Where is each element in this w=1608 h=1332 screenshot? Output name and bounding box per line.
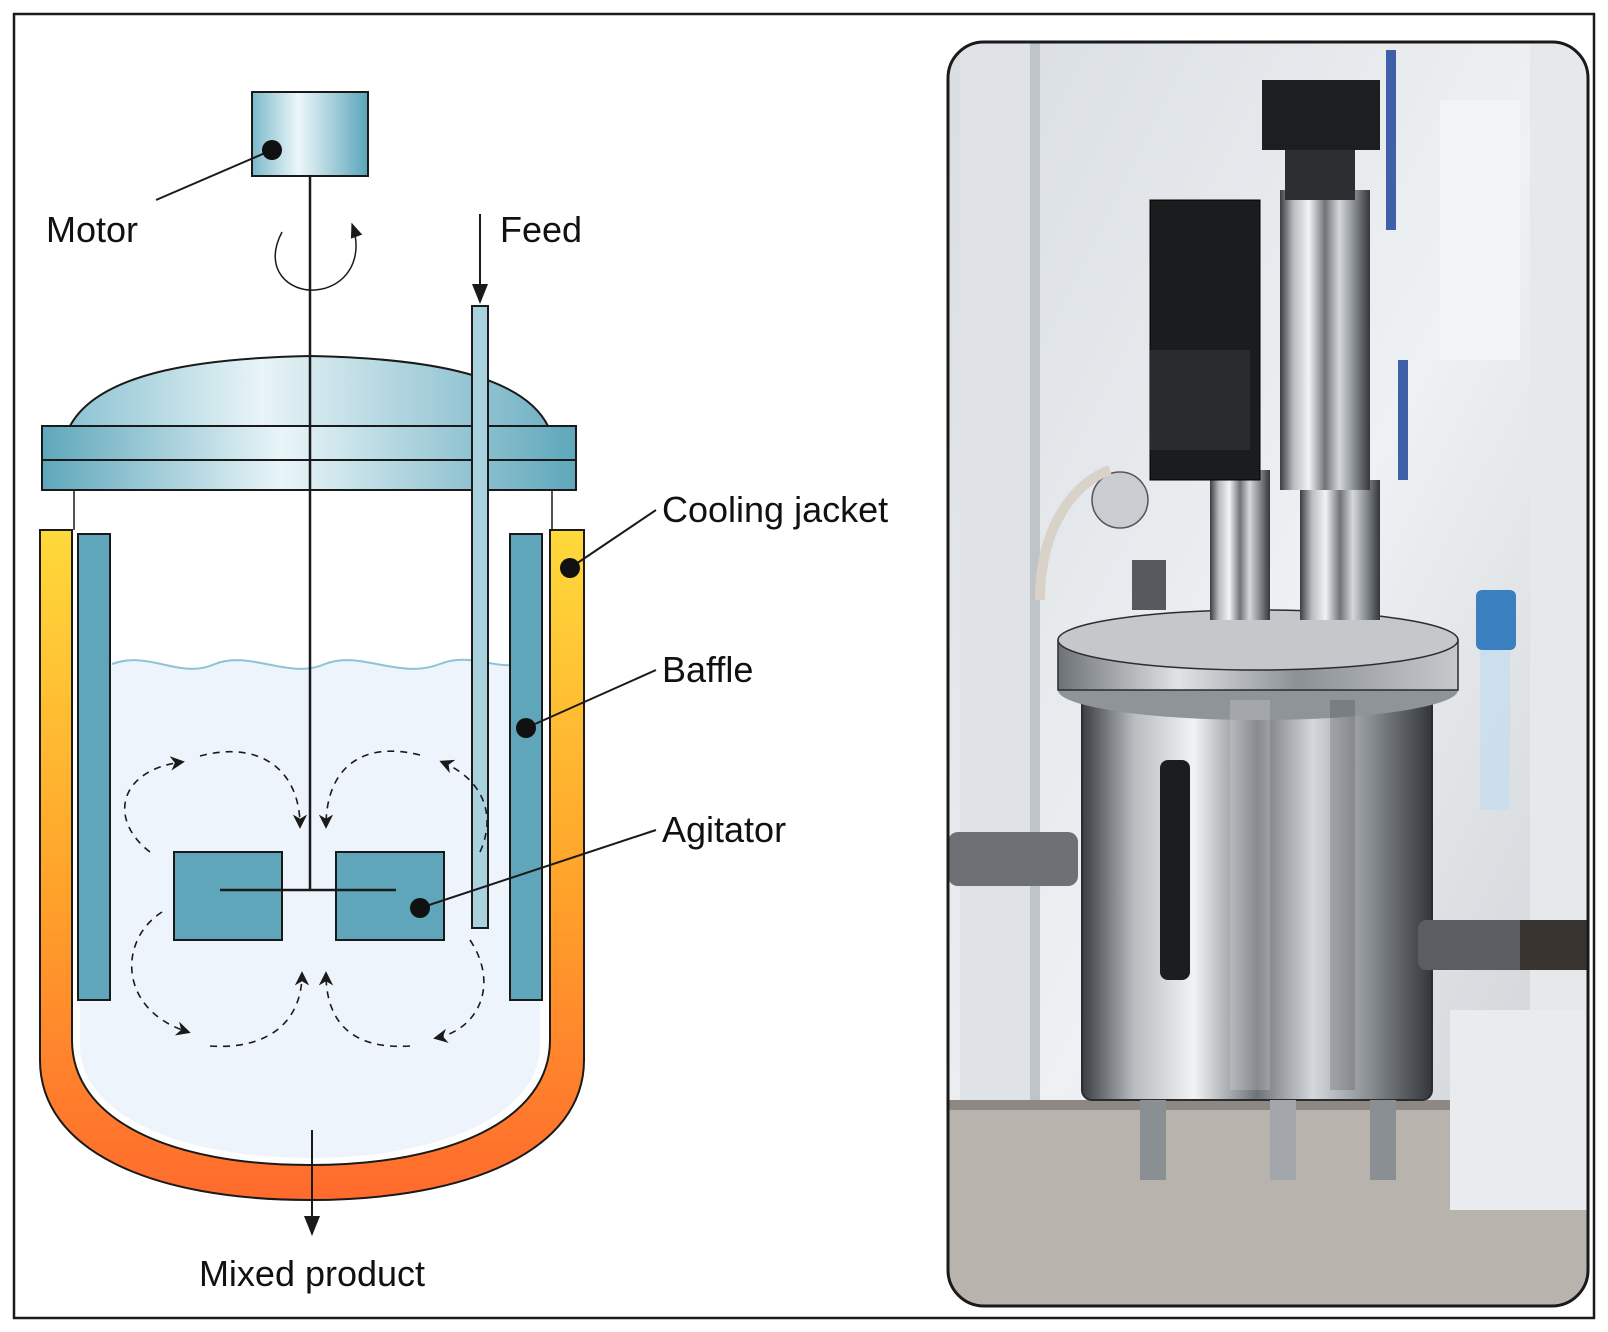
baffle-right [509, 533, 543, 1001]
agitator-dot [410, 898, 430, 918]
agitator-blade-left [173, 851, 283, 941]
photo-frame [946, 40, 1590, 1308]
label-motor: Motor [46, 209, 138, 250]
cooling-jacket [39, 529, 585, 1202]
feed-pipe [471, 305, 489, 929]
reactor-photo [948, 42, 1588, 1306]
liquid-surface [111, 658, 521, 670]
motor-dot [262, 140, 282, 160]
agitator-blade-right [335, 851, 445, 941]
rotation-arrow-icon [274, 222, 363, 291]
label-cooling-jacket: Cooling jacket [662, 489, 888, 530]
liquid-body [80, 659, 540, 1158]
label-agitator: Agitator [662, 809, 786, 850]
label-feed: Feed [500, 209, 582, 250]
baffle-left [77, 533, 111, 1001]
label-baffle: Baffle [662, 649, 753, 690]
baffle-dot [516, 718, 536, 738]
label-mixed-product: Mixed product [199, 1253, 425, 1294]
reactor-schematic: Motor Feed Cooling jacket Baffle Agitato… [39, 91, 888, 1294]
callouts [155, 140, 657, 918]
motor-box [251, 91, 369, 177]
cooling-jacket-dot [560, 558, 580, 578]
flow-arrows [123, 750, 488, 1048]
